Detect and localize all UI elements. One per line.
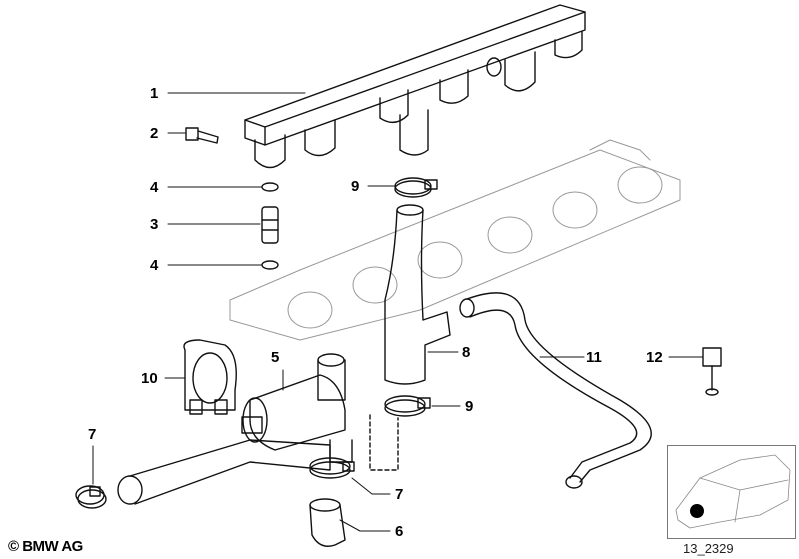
callout-5[interactable]: 5 bbox=[271, 349, 280, 366]
callout-8[interactable]: 8 bbox=[462, 344, 471, 361]
vent-hose-drawing bbox=[459, 292, 652, 489]
connector-drawing bbox=[261, 206, 279, 244]
callout-1[interactable]: 1 bbox=[150, 85, 159, 102]
intake-hose-drawing bbox=[117, 439, 346, 547]
diagram-id: 13_2329 bbox=[683, 541, 734, 556]
seal-ring-drawing bbox=[261, 182, 279, 192]
callout-12[interactable]: 12 bbox=[646, 349, 663, 366]
callout-7[interactable]: 7 bbox=[395, 486, 404, 503]
location-marker bbox=[690, 504, 704, 518]
callout-6[interactable]: 6 bbox=[395, 523, 404, 540]
hose-clamp-drawing bbox=[394, 177, 438, 198]
callout-10[interactable]: 10 bbox=[141, 370, 158, 387]
clip-drawing bbox=[702, 347, 722, 396]
hose-clamp-drawing bbox=[384, 395, 431, 417]
idle-valve-drawing bbox=[241, 353, 353, 463]
intake-manifold bbox=[229, 139, 681, 341]
hose-clamp-drawing bbox=[309, 457, 355, 479]
callout-7[interactable]: 7 bbox=[88, 426, 97, 443]
seal-ring-drawing bbox=[261, 260, 279, 270]
bracket-drawing bbox=[183, 339, 237, 415]
copyright-text: © BMW AG bbox=[8, 538, 83, 555]
car-inset-drawing bbox=[675, 454, 791, 529]
fuel-rail-drawing bbox=[244, 4, 586, 169]
leader-lines bbox=[92, 92, 704, 532]
callout-9[interactable]: 9 bbox=[465, 398, 474, 415]
callout-4[interactable]: 4 bbox=[150, 257, 159, 274]
hose-clamp-drawing bbox=[75, 485, 107, 509]
callout-9[interactable]: 9 bbox=[351, 178, 360, 195]
callout-4[interactable]: 4 bbox=[150, 179, 159, 196]
callout-11[interactable]: 11 bbox=[586, 349, 602, 366]
callout-3[interactable]: 3 bbox=[150, 216, 159, 233]
hose-8-drawing bbox=[384, 204, 451, 385]
bolt-drawing bbox=[185, 127, 219, 144]
callout-2[interactable]: 2 bbox=[150, 125, 159, 142]
car-location-inset bbox=[667, 445, 796, 539]
